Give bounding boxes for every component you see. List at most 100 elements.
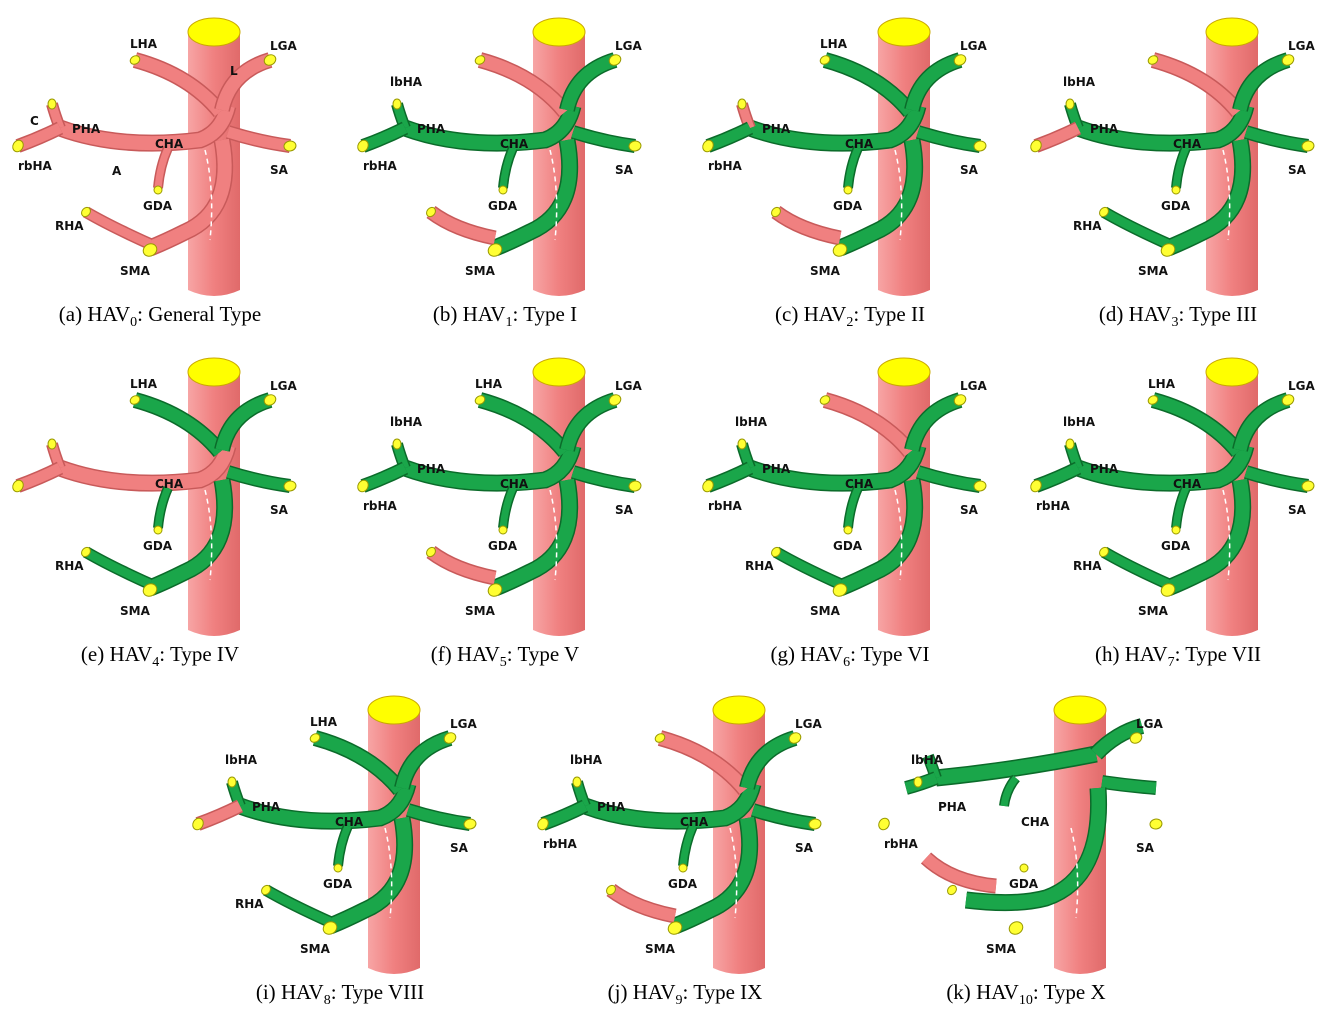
caption-name: HAV bbox=[109, 642, 152, 666]
caption-prefix: (f) bbox=[431, 642, 457, 666]
aorta-top-cap bbox=[533, 18, 585, 46]
label-lga: LGA bbox=[450, 717, 477, 731]
gda-vessel bbox=[848, 488, 858, 528]
label-rbha: rbHA bbox=[363, 499, 398, 513]
rha-vessel bbox=[266, 890, 330, 922]
aorta-top-cap bbox=[188, 358, 240, 386]
caption-name: HAV bbox=[804, 302, 847, 326]
caption-name: HAV bbox=[633, 980, 676, 1004]
label-pha: PHA bbox=[938, 800, 967, 814]
rha-vessel bbox=[431, 552, 495, 578]
lbha-end-cap bbox=[914, 777, 922, 787]
label-rha: RHA bbox=[1073, 559, 1102, 573]
label-lha: LHA bbox=[310, 715, 338, 729]
label-sma: SMA bbox=[810, 604, 841, 618]
panel-caption: (g) HAV6: Type VI bbox=[690, 642, 1010, 671]
caption-subscript: 9 bbox=[676, 993, 683, 1008]
label-sma: SMA bbox=[120, 604, 151, 618]
gda-end-cap bbox=[1020, 864, 1028, 872]
label-sma: SMA bbox=[465, 264, 496, 278]
rha-end-cap bbox=[946, 884, 959, 897]
lbha-end-cap bbox=[1066, 439, 1074, 449]
panel-caption: (j) HAV9: Type IX bbox=[525, 980, 845, 1009]
label-sa: SA bbox=[1136, 841, 1155, 855]
gda-vessel bbox=[848, 148, 858, 188]
panel-caption: (i) HAV8: Type VIII bbox=[180, 980, 500, 1009]
label-lha: LHA bbox=[130, 377, 158, 391]
label-sa: SA bbox=[615, 163, 634, 177]
aorta-top-cap bbox=[1054, 696, 1106, 724]
rha-vessel bbox=[926, 858, 996, 886]
label-lha: LHA bbox=[1148, 377, 1176, 391]
rbha-vessel bbox=[708, 128, 750, 146]
gda-vessel bbox=[503, 488, 513, 528]
gda-end-cap bbox=[334, 864, 342, 872]
label-lbha: lbHA bbox=[911, 753, 944, 767]
vessel-diagram: lbHALGAPHACHArbHASAGDASMA bbox=[525, 678, 845, 978]
caption-prefix: (c) bbox=[775, 302, 804, 326]
label-gda: GDA bbox=[1161, 539, 1191, 553]
gda-vessel bbox=[158, 488, 168, 528]
label-cha: CHA bbox=[1173, 137, 1202, 151]
aorta-top-cap bbox=[713, 696, 765, 724]
label-sma: SMA bbox=[1138, 264, 1169, 278]
label-pha: PHA bbox=[72, 122, 101, 136]
gda-vessel bbox=[683, 826, 693, 866]
label-gda: GDA bbox=[1009, 877, 1039, 891]
caption-prefix: (i) bbox=[256, 980, 281, 1004]
label-cha: CHA bbox=[500, 137, 529, 151]
gda-end-cap bbox=[154, 186, 162, 194]
label-sma: SMA bbox=[1138, 604, 1169, 618]
caption-suffix: : Type V bbox=[507, 642, 579, 666]
lbha-end-cap bbox=[738, 439, 746, 449]
label-sma: SMA bbox=[120, 264, 151, 278]
gda-end-cap bbox=[1172, 526, 1180, 534]
label-gda: GDA bbox=[143, 199, 173, 213]
caption-name: HAV bbox=[800, 642, 843, 666]
vessel-diagram: lbHALGAPHACHArbHASAGDASMA bbox=[866, 678, 1186, 978]
lbha-end-cap bbox=[738, 99, 746, 109]
label-cha: CHA bbox=[500, 477, 529, 491]
label-pha: PHA bbox=[762, 122, 791, 136]
caption-suffix: : Type II bbox=[853, 302, 925, 326]
label-rha: RHA bbox=[235, 897, 264, 911]
caption-prefix: (h) bbox=[1095, 642, 1125, 666]
label-gda: GDA bbox=[833, 199, 863, 213]
rha-vessel bbox=[611, 890, 675, 916]
caption-suffix: : Type X bbox=[1033, 980, 1106, 1004]
rbha-vessel bbox=[18, 128, 60, 146]
sa-end-cap bbox=[1149, 818, 1163, 830]
lbha-end-cap bbox=[48, 99, 56, 109]
sma-end-cap bbox=[1007, 919, 1025, 936]
caption-name: HAV bbox=[1125, 642, 1168, 666]
rbha-vessel bbox=[708, 468, 750, 486]
label-lga: LGA bbox=[1288, 379, 1315, 393]
label-lbha: lbHA bbox=[570, 753, 603, 767]
label-rbha: rbHA bbox=[708, 159, 743, 173]
rbha-vessel bbox=[363, 468, 405, 486]
label-sma: SMA bbox=[810, 264, 841, 278]
label-lbha: lbHA bbox=[225, 753, 258, 767]
label-lga: LGA bbox=[795, 717, 822, 731]
panel-caption: (b) HAV1: Type I bbox=[345, 302, 665, 331]
label-cha: CHA bbox=[1173, 477, 1202, 491]
caption-suffix: : General Type bbox=[137, 302, 261, 326]
label-sa: SA bbox=[1288, 503, 1307, 517]
label-lbha: lbHA bbox=[390, 415, 423, 429]
vessel-diagram: LHALGAPHACHArbHASAGDASMA bbox=[690, 0, 1010, 300]
caption-prefix: (j) bbox=[608, 980, 633, 1004]
vessel-diagram: LHAlbHALGAPHACHASAGDARHASMA bbox=[180, 678, 500, 978]
lbha-end-cap bbox=[228, 777, 236, 787]
caption-prefix: (d) bbox=[1099, 302, 1129, 326]
caption-suffix: : Type VIII bbox=[331, 980, 424, 1004]
label-lha: LHA bbox=[475, 377, 503, 391]
rha-vessel bbox=[1104, 552, 1168, 584]
aorta-top-cap bbox=[1206, 358, 1258, 386]
gda-end-cap bbox=[499, 526, 507, 534]
label-rbha: rbHA bbox=[708, 499, 743, 513]
label-sa: SA bbox=[450, 841, 469, 855]
label-lga: LGA bbox=[615, 379, 642, 393]
